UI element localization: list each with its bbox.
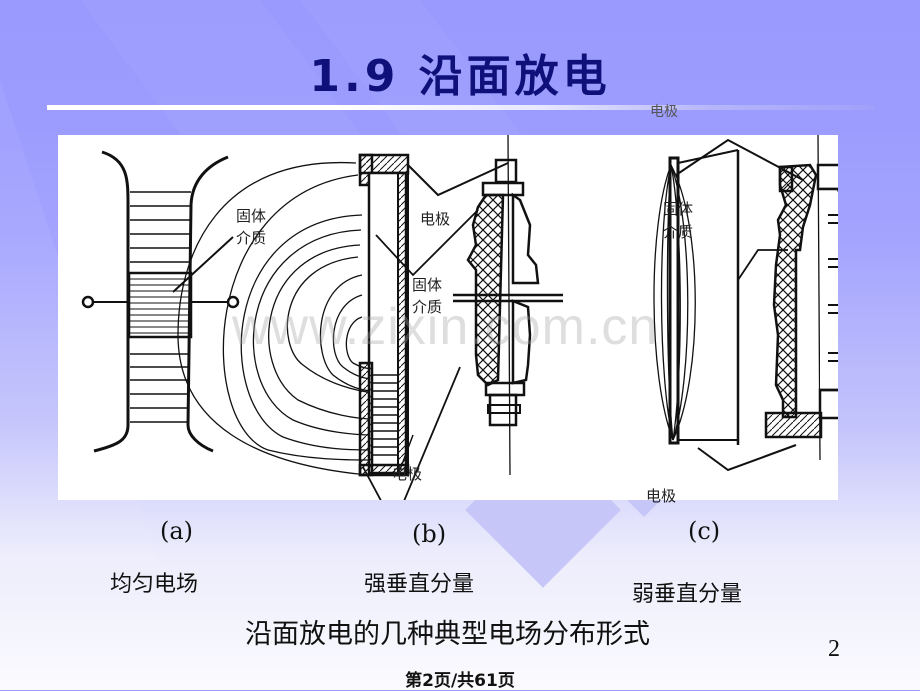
label-b-electrode-bottom: 电极 <box>392 465 423 483</box>
label-b-dielectric-line1: 固体 <box>412 276 443 294</box>
label-c-dielectric-line1: 固体 <box>663 200 694 218</box>
diagram-c <box>653 135 838 472</box>
figure-diagrams <box>81 135 838 500</box>
figure-panel: 固体 介质 电极 固体 介质 电极 固体 介质 www.zixin.com.cn <box>58 135 838 500</box>
label-c-electrode-bottom: 电极 <box>646 487 677 505</box>
panel-c-id: (c) <box>688 517 721 545</box>
panel-c-description: 弱垂直分量 <box>632 582 743 607</box>
label-a-dielectric-line1: 固体 <box>236 207 267 225</box>
label-electrode-top: 电极 <box>650 104 678 120</box>
diagram-b <box>177 135 563 500</box>
slide-title: 1.9 沿面放电 <box>309 51 611 102</box>
figure-caption: 沿面放电的几种典型电场分布形式 <box>245 619 650 650</box>
page-indicator: 第2页/共61页 <box>405 671 515 691</box>
label-b-dielectric-line2: 介质 <box>412 298 443 316</box>
label-b-electrode: 电极 <box>420 210 451 228</box>
label-a-dielectric-line2: 介质 <box>236 229 267 247</box>
label-c-dielectric-line2: 介质 <box>663 223 694 241</box>
panel-a-description: 均匀电场 <box>110 572 199 597</box>
slide-number: 2 <box>828 636 840 662</box>
panel-a-id: (a) <box>160 517 194 545</box>
panel-b-id: (b) <box>412 520 447 548</box>
title-underline <box>47 105 875 110</box>
panel-b-description: 强垂直分量 <box>364 572 475 597</box>
diagram-a <box>81 150 240 453</box>
